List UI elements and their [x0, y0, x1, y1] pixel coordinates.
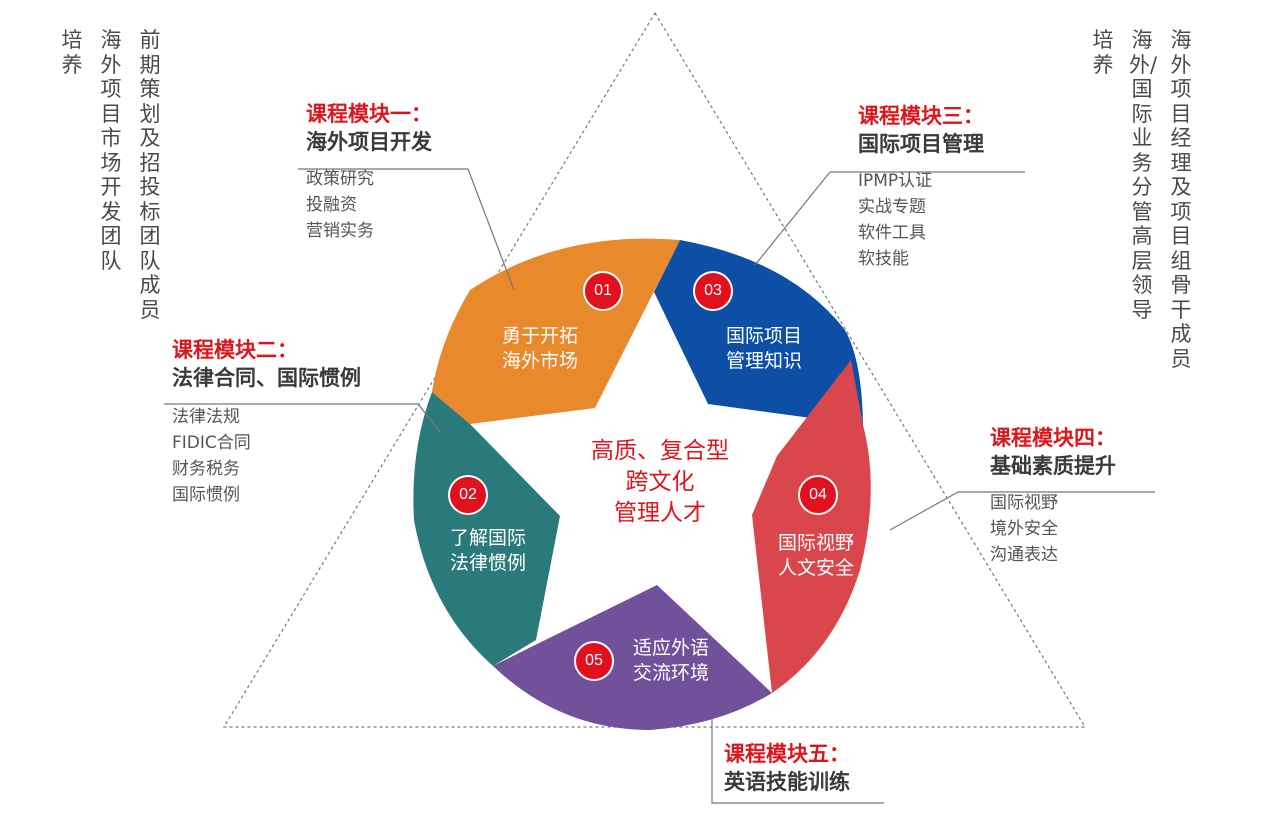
- segment-05-shape: [493, 585, 772, 730]
- segment-03-label: 国际项目 管理知识: [712, 324, 816, 374]
- segment-label-line: 管理知识: [725, 350, 802, 372]
- module-item: 实战专题: [858, 197, 926, 217]
- segment-02-label: 了解国际 法律惯例: [436, 526, 540, 576]
- module-item: 投融资: [306, 195, 357, 215]
- center-line: 跨文化: [625, 469, 695, 495]
- segment-label-line: 了解国际: [449, 527, 526, 549]
- right-vertical-col3: 海外项目经理及项目组骨干成员: [1170, 28, 1192, 371]
- module-item: 境外安全: [990, 519, 1058, 539]
- course-module-3: 课程模块三： 国际项目管理 IPMP认证 实战专题 软件工具 软技能: [858, 102, 984, 272]
- connector-lines: [164, 168, 1155, 804]
- course-module-1: 课程模块一： 海外项目开发 政策研究 投融资 营销实务: [306, 100, 432, 244]
- segment-label-line: 勇于开拓: [501, 325, 578, 347]
- segment-01-number: 01: [583, 271, 623, 311]
- module-title: 课程模块二：: [172, 338, 298, 362]
- segment-05-number: 05: [574, 641, 614, 681]
- course-module-5: 课程模块五： 英语技能训练: [724, 740, 850, 796]
- module-item: 软技能: [858, 249, 909, 269]
- left-vertical-col2: 海外项目市场开发团队: [100, 28, 122, 273]
- segment-label-line: 海外市场: [501, 350, 578, 372]
- module-item: 软件工具: [858, 223, 926, 243]
- module-subtitle: 法律合同、国际惯例: [172, 366, 361, 390]
- right-vertical-col2: 海外/国际业务分管高层领导: [1129, 28, 1158, 322]
- center-line: 高质、复合型: [591, 438, 729, 464]
- segment-label-line: 国际项目: [725, 325, 802, 347]
- module-title: 课程模块一：: [306, 102, 432, 126]
- course-module-2: 课程模块二： 法律合同、国际惯例 法律法规 FIDIC合同 财务税务 国际惯例: [172, 336, 361, 508]
- segment-03-number: 03: [693, 271, 733, 311]
- right-vertical-col1: 培养: [1092, 28, 1114, 77]
- center-line: 管理人才: [614, 500, 706, 526]
- module-item: IPMP认证: [858, 171, 933, 191]
- module-title: 课程模块四：: [990, 426, 1116, 450]
- module-item: 国际惯例: [172, 485, 240, 505]
- module-item: 法律法规: [172, 407, 240, 427]
- module-item: 营销实务: [306, 221, 374, 241]
- dotted-triangle: [222, 11, 1087, 728]
- left-vertical-col1: 培养: [61, 28, 83, 77]
- segment-label-line: 人文安全: [777, 557, 854, 579]
- segment-01-label: 勇于开拓 海外市场: [488, 324, 592, 374]
- segment-02-shape: [413, 392, 560, 666]
- segment-04-number: 04: [798, 475, 838, 515]
- segment-label-line: 适应外语: [632, 637, 709, 659]
- module-item: 政策研究: [306, 169, 374, 189]
- module-subtitle: 英语技能训练: [724, 770, 850, 794]
- module-item: 国际视野: [990, 493, 1058, 513]
- module-subtitle: 国际项目管理: [858, 132, 984, 156]
- center-title: 高质、复合型 跨文化 管理人才: [560, 436, 760, 529]
- segment-02-number: 02: [448, 475, 488, 515]
- segment-label-line: 交流环境: [632, 662, 709, 684]
- segment-05-label: 适应外语 交流环境: [619, 636, 723, 686]
- module-title: 课程模块三：: [858, 104, 984, 128]
- segment-label-line: 国际视野: [777, 532, 854, 554]
- segment-04-shape: [752, 360, 871, 693]
- segment-label-line: 法律惯例: [449, 552, 526, 574]
- module-subtitle: 基础素质提升: [990, 454, 1116, 478]
- left-vertical-col3: 前期策划及招投标团队成员: [139, 28, 161, 322]
- module-item: FIDIC合同: [172, 433, 251, 453]
- segment-04-label: 国际视野 人文安全: [764, 531, 868, 581]
- module-item: 沟通表达: [990, 545, 1058, 565]
- module-item: 财务税务: [172, 459, 240, 479]
- course-module-4: 课程模块四： 基础素质提升 国际视野 境外安全 沟通表达: [990, 424, 1116, 568]
- module-subtitle: 海外项目开发: [306, 130, 432, 154]
- module-title: 课程模块五：: [724, 742, 850, 766]
